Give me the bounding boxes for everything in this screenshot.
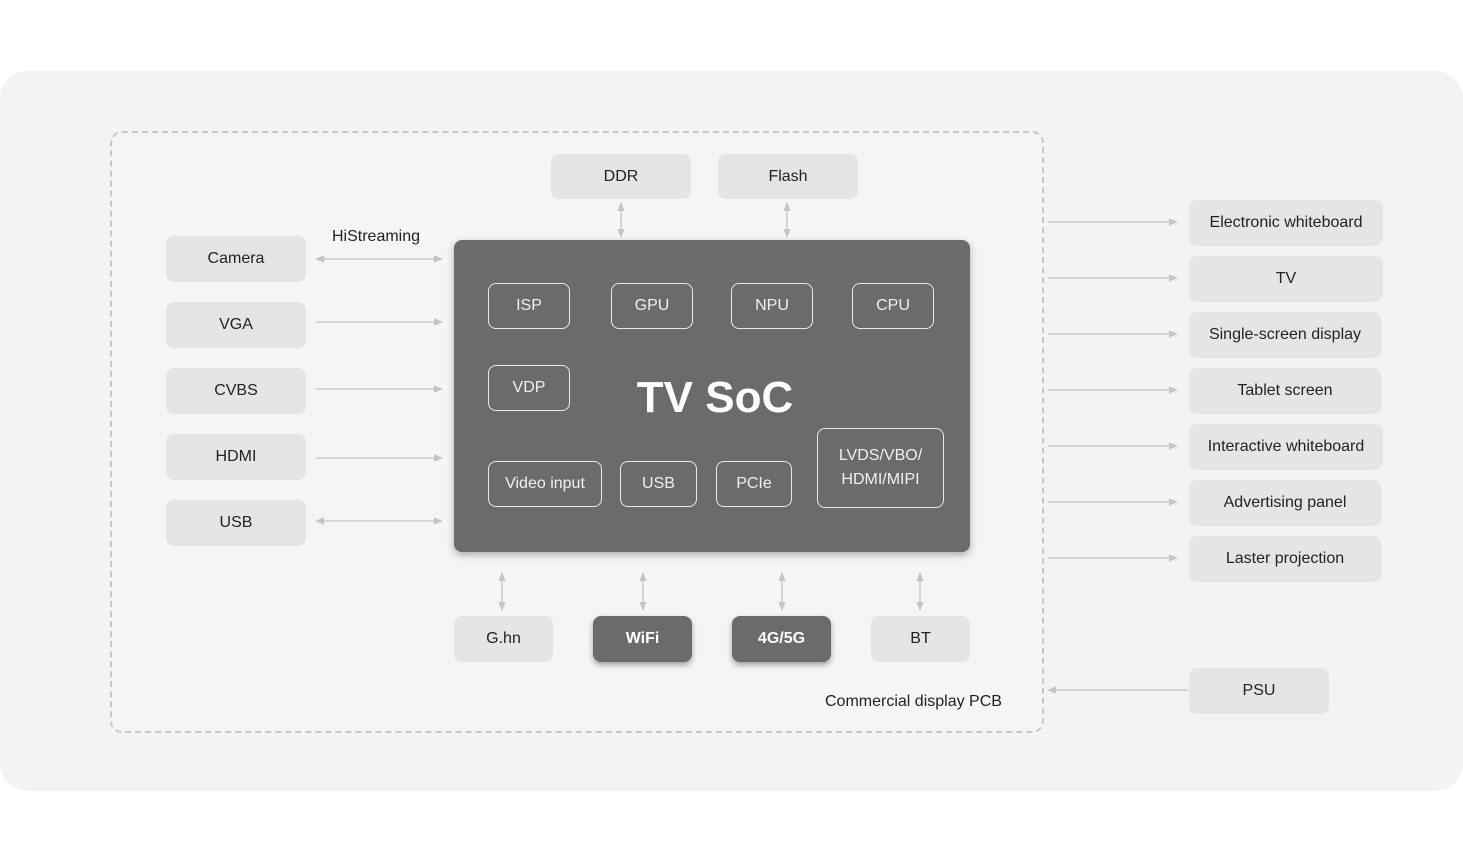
output-single-screen-display: Single-screen display (1189, 312, 1381, 358)
cellular-box: 4G/5G (732, 616, 831, 662)
isp-module: ISP (488, 283, 570, 329)
soc-title: TV SoC (636, 373, 794, 422)
cvbs-box: CVBS (166, 368, 306, 414)
output-single-screen-display-label: Single-screen display (1208, 326, 1362, 343)
pcie-module: PCIe (716, 461, 792, 507)
tv-soc-block (454, 240, 970, 552)
hdmi-label: HDMI (215, 448, 257, 465)
output-tablet-screen: Tablet screen (1189, 368, 1381, 414)
display-interface-module: LVDS/VBO/ HDMI/MIPI (817, 428, 944, 508)
gpu-module: GPU (611, 283, 693, 329)
cellular-label: 4G/5G (757, 630, 806, 647)
output-advertising-panel: Advertising panel (1189, 480, 1381, 526)
usb-module-label: USB (642, 475, 675, 492)
pcie-label: PCIe (736, 475, 772, 492)
ghn-box: G.hn (454, 616, 553, 662)
video-input-module: Video input (488, 461, 602, 507)
vga-box: VGA (166, 302, 306, 348)
camera-label: Camera (207, 250, 265, 267)
npu-label: NPU (755, 297, 789, 314)
usb-input-label: USB (219, 514, 253, 531)
cpu-label: CPU (876, 297, 910, 314)
usb-input-box: USB (166, 500, 306, 546)
psu-box: PSU (1189, 668, 1329, 714)
isp-label: ISP (516, 297, 542, 314)
camera-box: Camera (166, 236, 306, 282)
pcb-label: Commercial display PCB (825, 693, 1002, 710)
display-interface-label-line2: HDMI/MIPI (841, 471, 920, 488)
video-input-label: Video input (505, 475, 585, 492)
output-advertising-panel-label: Advertising panel (1223, 494, 1347, 511)
npu-module: NPU (731, 283, 813, 329)
display-interface-label-line1: LVDS/VBO/ (838, 447, 923, 464)
vdp-module: VDP (488, 365, 570, 411)
ddr-label: DDR (603, 167, 639, 185)
wifi-label: WiFi (625, 630, 660, 647)
wifi-box: WiFi (593, 616, 692, 662)
ddr-box: DDR (551, 154, 691, 199)
flash-label: Flash (768, 167, 808, 185)
output-laser-projection-label: Laster projection (1225, 550, 1345, 567)
ghn-label: G.hn (486, 630, 521, 647)
histreaming-label: HiStreaming (332, 228, 421, 245)
output-interactive-whiteboard: Interactive whiteboard (1189, 424, 1383, 470)
vdp-label: VDP (512, 379, 546, 396)
output-tablet-screen-label: Tablet screen (1237, 382, 1333, 399)
output-laser-projection: Laster projection (1189, 536, 1381, 582)
vga-label: VGA (219, 316, 253, 333)
output-electronic-whiteboard-label: Electronic whiteboard (1209, 214, 1363, 231)
output-interactive-whiteboard-label: Interactive whiteboard (1207, 438, 1365, 455)
bt-box: BT (871, 616, 970, 662)
bt-label: BT (910, 630, 931, 647)
output-tv: TV (1189, 256, 1383, 302)
hdmi-box: HDMI (166, 434, 306, 480)
gpu-label: GPU (634, 297, 670, 314)
cpu-module: CPU (852, 283, 934, 329)
output-electronic-whiteboard: Electronic whiteboard (1189, 200, 1383, 246)
flash-box: Flash (718, 154, 858, 199)
psu-label: PSU (1242, 682, 1276, 699)
cvbs-label: CVBS (214, 382, 258, 399)
usb-module: USB (620, 461, 697, 507)
output-tv-label: TV (1275, 270, 1297, 287)
